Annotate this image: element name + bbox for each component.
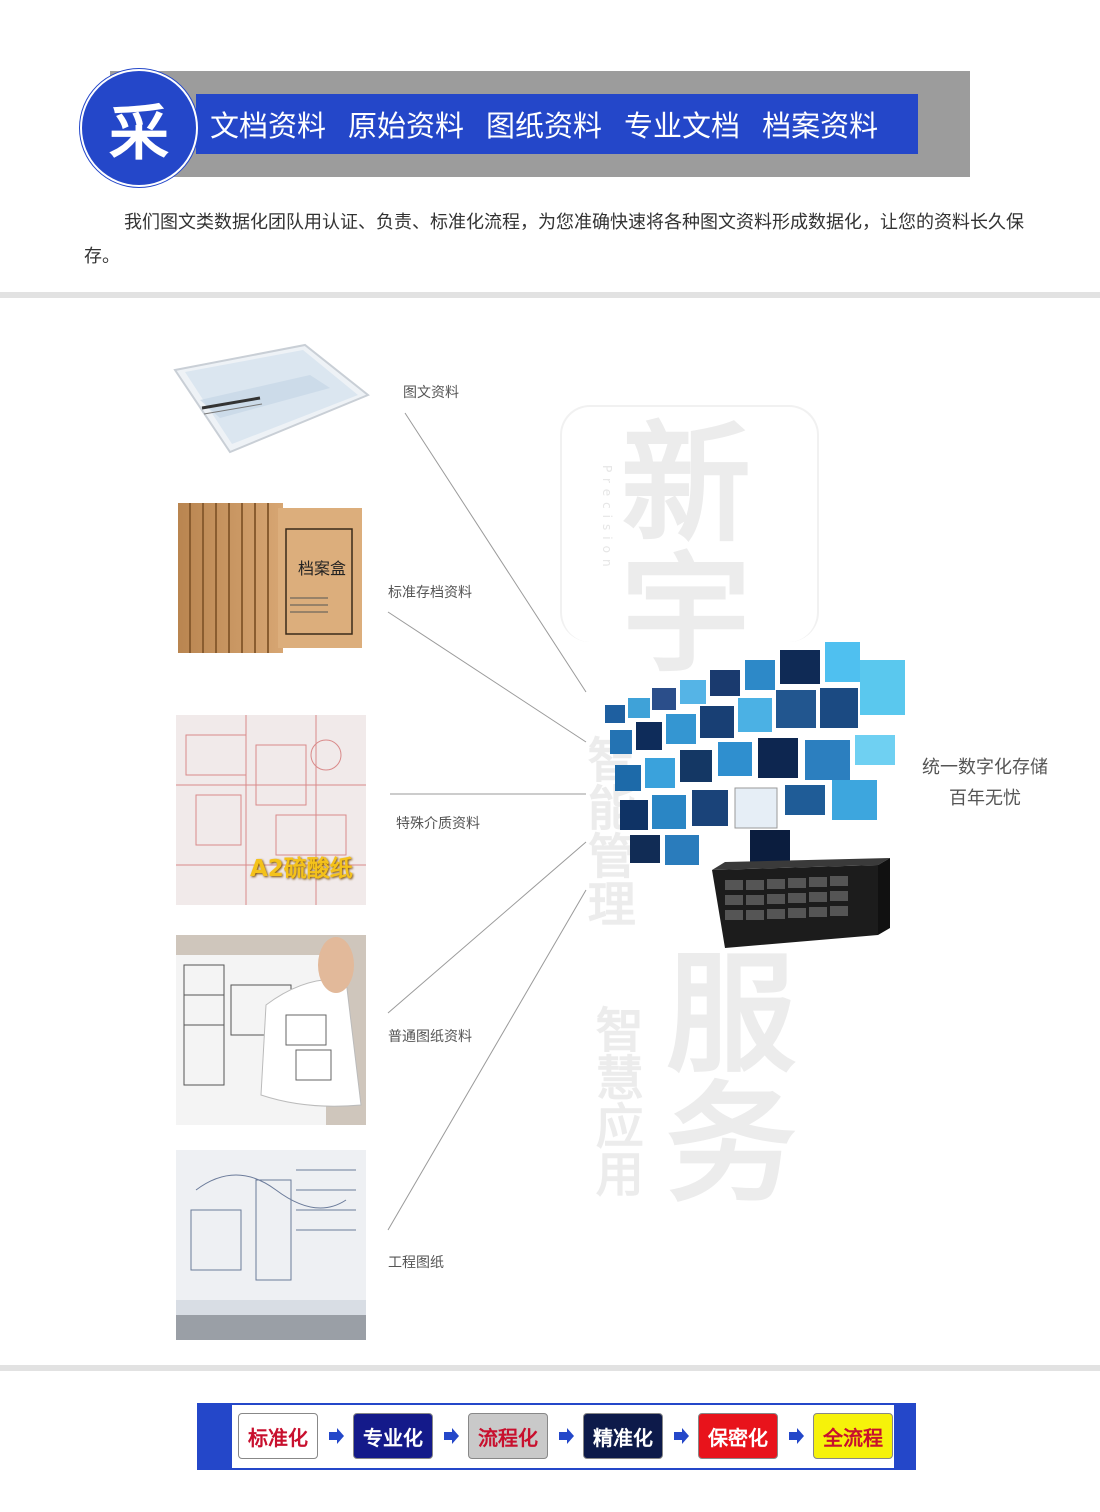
process-step: 流程化 [468, 1413, 548, 1459]
storage-caption: 统一数字化存储 百年无忧 [905, 752, 1065, 814]
watermark-frame [560, 405, 819, 642]
category-list: 文档资料 原始资料 图纸资料 专业文档 档案资料 [210, 94, 878, 154]
process-step: 标准化 [238, 1413, 318, 1459]
arrow-right-icon [548, 1427, 583, 1445]
box-title: 档案盒 [298, 559, 347, 578]
scanner-photo [170, 340, 370, 460]
intro-paragraph: 我们图文类数据化团队用认证、负责、标准化流程，为您准确快速将各种图文资料形成数据… [84, 212, 1024, 267]
connector-line [387, 841, 587, 1014]
category-item: 文档资料 [210, 109, 327, 143]
watermark: 新宇 Precision 服务 智能管理 智慧应用 [560, 405, 819, 1405]
process-steps: 标准化 专业化 流程化 精准化 保密化 全流程 [238, 1413, 893, 1459]
divider-top [0, 292, 1100, 298]
tracing-paper-photo: A2硫酸纸 [176, 715, 366, 905]
material-label: 标准存档资料 [388, 585, 472, 601]
storage-caption-line1: 统一数字化存储 [922, 757, 1048, 778]
material-label: 工程图纸 [388, 1255, 444, 1271]
storage-illustration [600, 630, 910, 970]
category-item: 原始资料 [348, 109, 465, 143]
category-item: 档案资料 [762, 109, 879, 143]
material-label: 普通图纸资料 [388, 1029, 472, 1045]
arrow-right-icon [778, 1427, 813, 1445]
header-blue-banner [196, 94, 918, 154]
watermark-brand: 新宇 [599, 415, 751, 675]
material-label: 特殊介质资料 [396, 816, 480, 832]
watermark-service: 服务 [644, 945, 796, 1205]
category-item: 图纸资料 [486, 109, 603, 143]
process-step: 保密化 [698, 1413, 778, 1459]
badge-circle: 采 [80, 69, 198, 187]
drawing-paper-photo [176, 935, 366, 1125]
connector-line [387, 611, 587, 743]
arrow-right-icon [433, 1427, 468, 1445]
arrow-right-icon [663, 1427, 698, 1445]
divider-bottom [0, 1365, 1100, 1371]
server-rack [712, 858, 890, 948]
process-step: 专业化 [353, 1413, 433, 1459]
connector-line [404, 412, 587, 693]
watermark-phrase2: 智慧应用 [586, 1005, 643, 1197]
storage-caption-line2: 百年无忧 [949, 788, 1021, 809]
connector-line [387, 889, 587, 1231]
material-label: 图文资料 [403, 385, 459, 401]
photo-caption: A2硫酸纸 [250, 856, 353, 882]
watermark-latin: Precision [600, 465, 614, 573]
engineering-drawing-photo [176, 1150, 366, 1340]
category-item: 专业文档 [624, 109, 741, 143]
image-wall [605, 642, 905, 866]
badge-text: 采 [109, 98, 169, 169]
process-step: 全流程 [813, 1413, 893, 1459]
archive-boxes-photo: 档案盒 [178, 503, 366, 678]
process-step: 精准化 [583, 1413, 663, 1459]
arrow-right-icon [318, 1427, 353, 1445]
